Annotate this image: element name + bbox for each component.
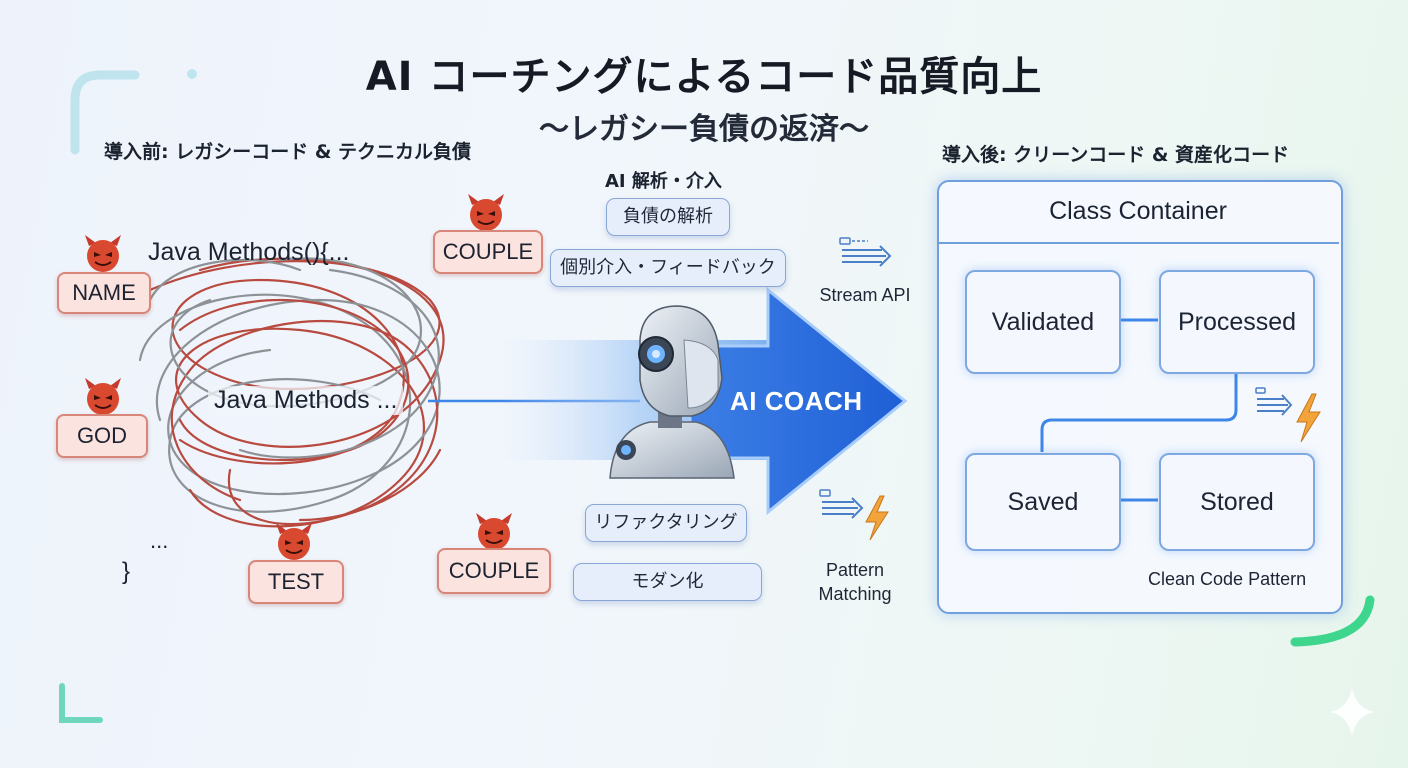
code-ellipsis: ... — [150, 528, 169, 553]
state-processed: Processed — [1159, 270, 1315, 374]
ai-coach-label: AI COACH — [730, 386, 863, 416]
state-validated: Validated — [965, 270, 1121, 374]
tag-god: GOD — [56, 414, 148, 458]
robot-icon — [609, 305, 735, 479]
stream-icon — [1255, 387, 1293, 416]
state-stored: Stored — [1159, 453, 1315, 551]
pill-debt-analysis: 負債の解析 — [606, 198, 730, 236]
state-saved: Saved — [965, 453, 1121, 551]
code-line-top: Java Methods(){... — [148, 238, 350, 266]
stream-icon — [819, 489, 864, 519]
tag-couple-top: COUPLE — [433, 230, 543, 274]
devil-icon — [85, 235, 121, 272]
stream-api-label: Stream API — [819, 285, 911, 305]
pill-modernize: モダン化 — [573, 563, 762, 601]
lightning-icon — [1296, 393, 1321, 443]
lightning-icon — [865, 495, 889, 541]
pill-feedback: 個別介入・フィードバック — [550, 249, 786, 287]
pattern-label-line1: Pattern — [825, 560, 885, 580]
class-container-title: Class Container — [937, 180, 1339, 244]
code-line-mid: Java Methods ... — [208, 386, 404, 415]
page-subtitle: 〜レガシー負債の返済〜 — [539, 112, 869, 147]
clean-code-pattern-label: Clean Code Pattern — [1148, 569, 1307, 589]
tag-couple-bottom: COUPLE — [437, 548, 551, 594]
tag-test: TEST — [248, 560, 344, 604]
devil-icon — [476, 513, 512, 550]
page-title: AI コーチングによるコード品質向上 — [365, 54, 1043, 100]
stream-icon — [839, 237, 892, 267]
sparkle-icon — [1330, 688, 1374, 736]
pill-refactoring: リファクタリング — [585, 504, 747, 542]
devil-icon — [468, 194, 504, 231]
middle-heading: AI 解析・介入 — [605, 171, 722, 192]
tag-name: NAME — [57, 272, 151, 314]
devil-icon — [85, 378, 121, 415]
pattern-label-line2: Matching — [818, 584, 892, 604]
devil-icon — [276, 523, 312, 560]
after-heading: 導入後: クリーンコード & 資産化コード — [942, 144, 1290, 166]
before-heading: 導入前: レガシーコード & テクニカル負債 — [104, 141, 472, 163]
pattern-matching-label: Pattern Matching — [805, 558, 905, 606]
code-close-brace: } — [122, 558, 131, 585]
